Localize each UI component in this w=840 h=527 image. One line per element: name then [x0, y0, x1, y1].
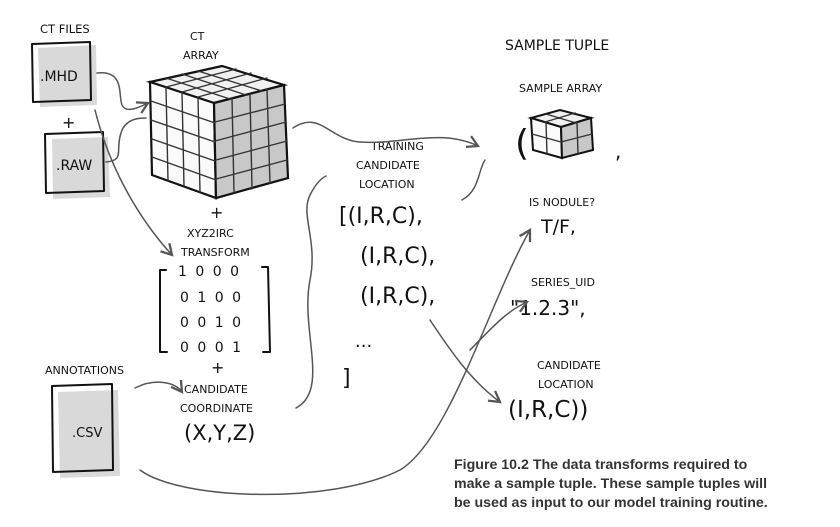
- ct-files-label: CT FILES: [40, 22, 90, 36]
- mhd-label: .MHD: [40, 69, 78, 85]
- figure-caption-line: be used as input to our model training r…: [454, 495, 768, 511]
- matrix-row: 0 0 1 0: [180, 315, 243, 331]
- candidate-location-label-2: LOCATION: [538, 378, 594, 391]
- candidate-location-value: (I,R,C)): [508, 397, 588, 423]
- arrow-raw-to-array: [105, 117, 147, 163]
- sample-array-label: SAMPLE ARRAY: [519, 82, 602, 95]
- candidate-coordinate-label-2: COORDINATE: [180, 402, 253, 415]
- candidate-list-item: (I,R,C),: [360, 244, 435, 269]
- plus-sign-3: +: [211, 358, 224, 377]
- transform-matrix: 1 0 0 0 0 1 0 0 0 0 1 0 0 0 0 1: [159, 264, 271, 356]
- arrow-mhd-to-array: [96, 72, 151, 114]
- candidate-list-item: [(I,R,C),: [339, 204, 423, 229]
- matrix-row: 0 1 0 0: [180, 290, 243, 306]
- transform-label-2: TRANSFORM: [180, 246, 250, 259]
- ct-array-label-2: ARRAY: [183, 49, 219, 62]
- candidate-location-label: CANDIDATE: [537, 359, 601, 372]
- training-label-2: CANDIDATE: [356, 159, 420, 172]
- csv-label: .CSV: [72, 426, 102, 441]
- ct-array-label: CT: [190, 30, 205, 43]
- arrow-training-to-sample: [461, 159, 486, 201]
- flow-arrows: [94, 72, 532, 496]
- raw-label: .RAW: [56, 158, 92, 174]
- arrow-to-series-uid: [469, 299, 530, 351]
- list-close-bracket: ]: [342, 366, 351, 391]
- raw-file-icon: [44, 131, 110, 199]
- arrow-csv-to-nodule: [139, 228, 532, 496]
- candidate-coordinate-label: CANDIDATE: [184, 383, 248, 396]
- sample-array-cube-icon: [527, 108, 595, 160]
- plus-sign-2: +: [210, 203, 223, 222]
- series-uid-label: SERIES_UID: [531, 276, 595, 289]
- is-nodule-value: T/F,: [540, 216, 576, 238]
- candidate-list-item: (I,R,C),: [360, 284, 435, 309]
- arrow-files-to-transform: [94, 109, 174, 257]
- series-uid-value: "1.2.3",: [510, 296, 586, 320]
- figure-caption-line: Figure 10.2 The data transforms required…: [454, 457, 748, 473]
- figure-caption-line: make a sample tuple. These sample tuples…: [454, 476, 767, 492]
- sample-array-open-paren: (: [515, 123, 529, 164]
- arrow-coord-to-training: [295, 175, 327, 409]
- annotations-label: ANNOTATIONS: [45, 364, 124, 377]
- ct-array-cube-icon: [145, 64, 290, 200]
- arrow-array-to-sample: [292, 121, 481, 149]
- list-ellipsis: ...: [355, 331, 372, 352]
- mhd-file-icon: [31, 41, 97, 107]
- matrix-row: 0 0 0 1: [180, 340, 243, 356]
- xyz-coordinate: (X,Y,Z): [184, 421, 255, 445]
- sample-tuple-title: SAMPLE TUPLE: [505, 38, 609, 54]
- training-label: TRAINING: [370, 140, 424, 153]
- csv-file-icon: [51, 383, 120, 478]
- matrix-row: 1 0 0 0: [178, 264, 241, 280]
- transform-label: XYZ2IRC: [187, 227, 234, 240]
- training-label-3: LOCATION: [359, 178, 415, 191]
- arrow-list-to-location: [429, 319, 502, 404]
- plus-sign: +: [62, 113, 75, 132]
- is-nodule-label: IS NODULE?: [529, 196, 595, 209]
- arrow-csv-to-coordinate: [134, 379, 184, 394]
- sample-array-comma: ,: [615, 139, 621, 163]
